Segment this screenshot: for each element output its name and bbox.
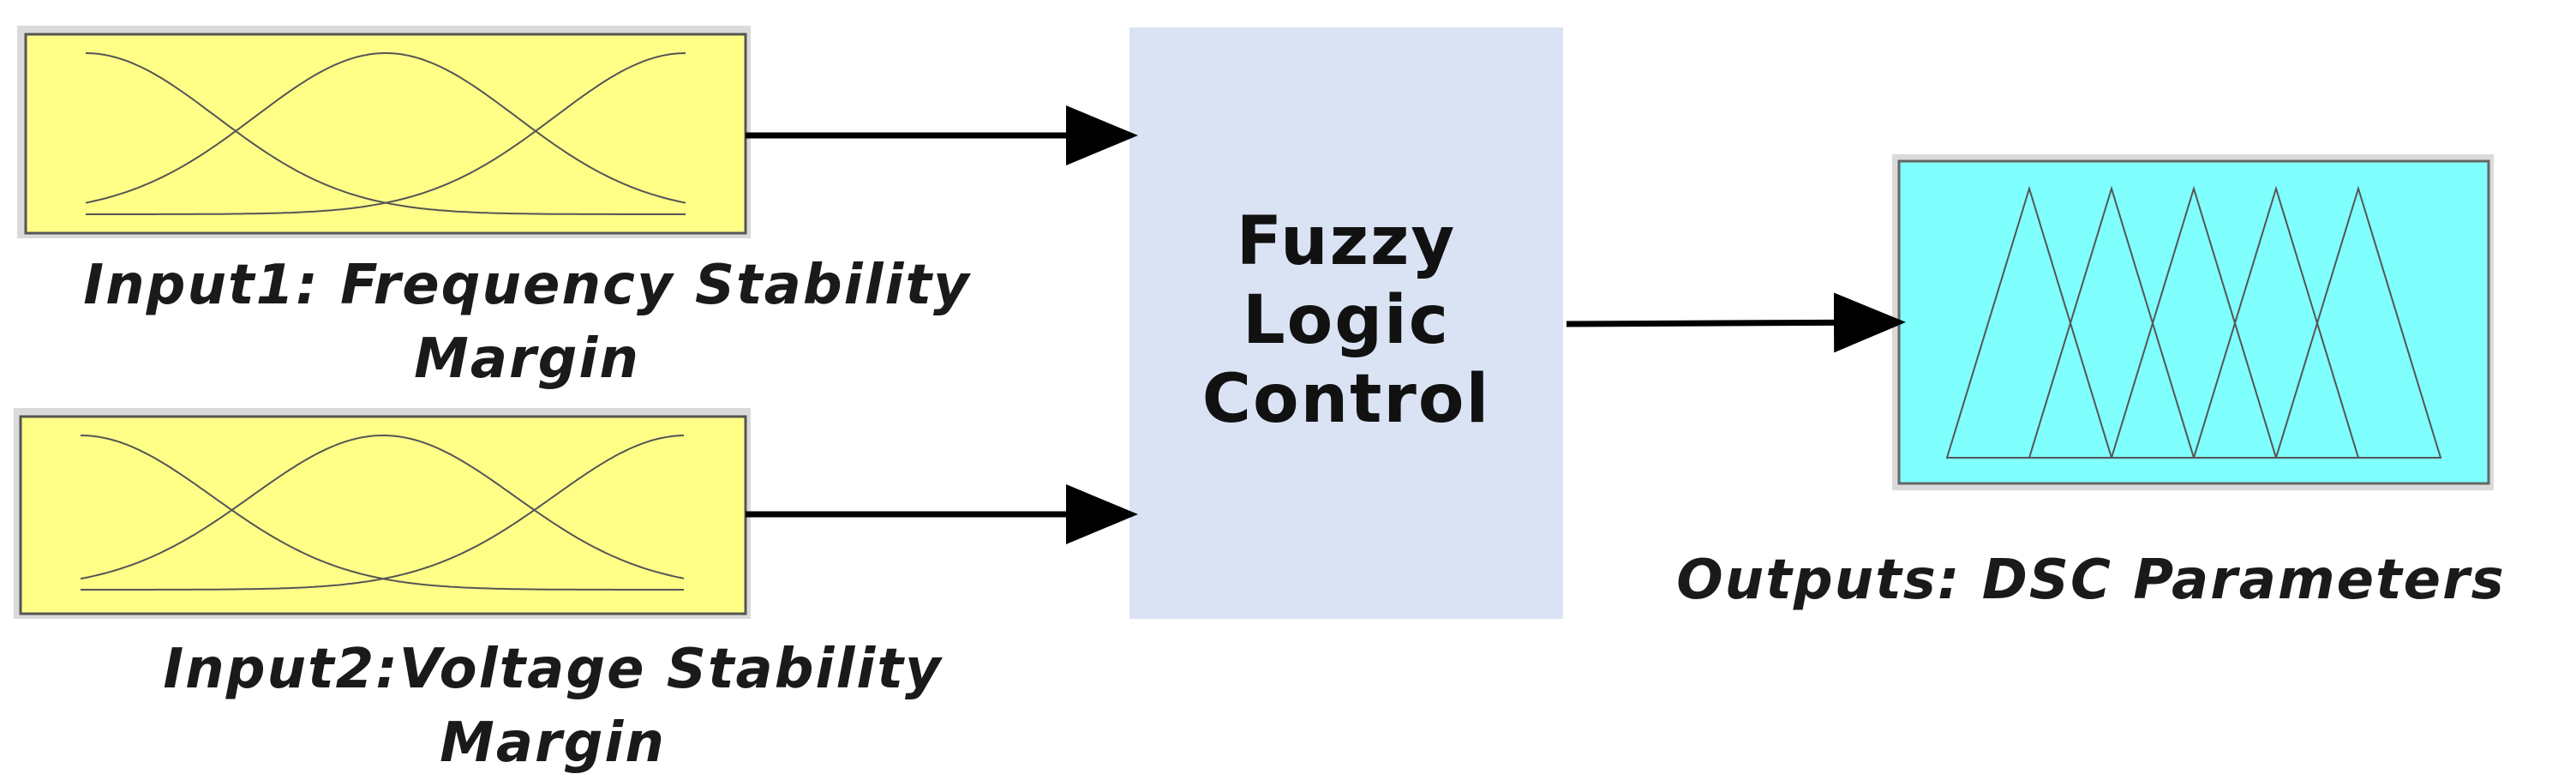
output-caption-line1: Outputs: DSC Parameters bbox=[1676, 549, 2506, 612]
output-membership-triangle bbox=[2028, 185, 2196, 459]
output-caption: Outputs: DSC Parameters bbox=[1611, 543, 2571, 617]
output-block bbox=[1892, 154, 2494, 490]
controller-label: Fuzzy Logic Control bbox=[1129, 202, 1563, 439]
controller-label-line2: Logic bbox=[1242, 282, 1451, 359]
input1-box bbox=[24, 33, 747, 235]
input1-membership-curve bbox=[85, 52, 686, 204]
controller-label-line1: Fuzzy bbox=[1236, 203, 1457, 280]
controller-label-line3: Control bbox=[1201, 361, 1491, 438]
output-box bbox=[1897, 159, 2490, 485]
input2-block bbox=[14, 408, 751, 619]
input2-caption-line1: Input2:Voltage Stability bbox=[163, 638, 943, 701]
output-membership-triangles bbox=[1945, 185, 2442, 459]
input1-membership-curves bbox=[85, 52, 686, 215]
output-membership-triangle bbox=[2192, 185, 2360, 459]
input2-box bbox=[19, 415, 747, 615]
input1-caption-line2: Margin bbox=[414, 327, 640, 391]
input1-membership-curve bbox=[86, 52, 686, 215]
fuzzy-logic-control-block bbox=[1129, 27, 1563, 619]
input2-membership-curve bbox=[80, 435, 685, 580]
input1-block bbox=[17, 26, 751, 238]
arrow-controller-to-output bbox=[1566, 292, 1906, 353]
input2-membership-curve bbox=[81, 435, 685, 591]
input2-caption: Input2:Voltage Stability Margin bbox=[60, 633, 1045, 780]
input2-membership-curves bbox=[80, 435, 685, 591]
input1-caption: Input1: Frequency Stability Margin bbox=[17, 249, 1037, 396]
input2-caption-line2: Margin bbox=[440, 711, 666, 775]
input1-caption-line1: Input1: Frequency Stability bbox=[83, 254, 971, 317]
